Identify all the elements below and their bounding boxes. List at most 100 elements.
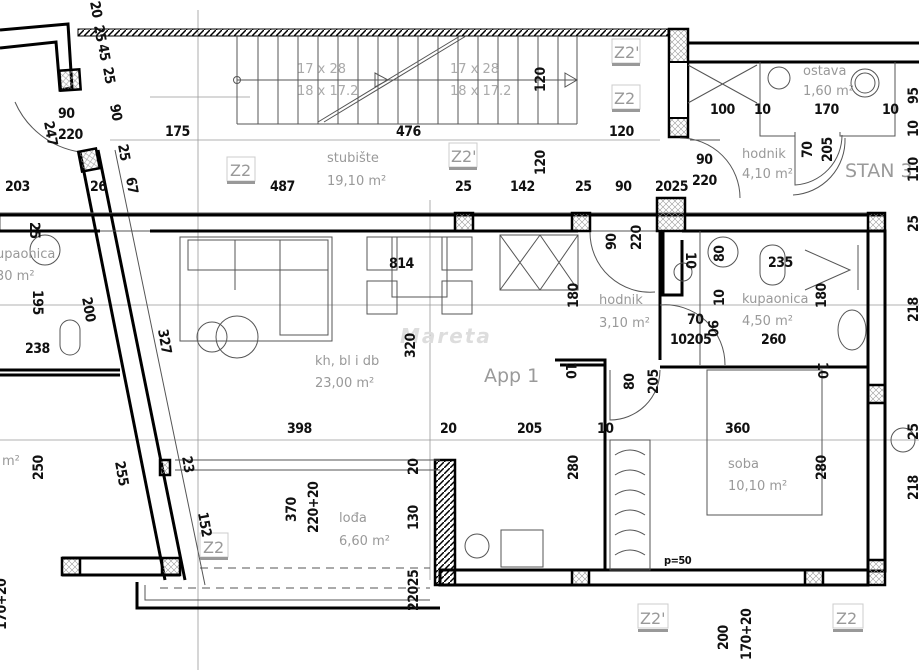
dimension-label: 200 (78, 296, 98, 324)
dimension-label: 10 (712, 289, 728, 306)
dimension-label: 195 (29, 290, 45, 315)
dimension-label: 280 (566, 454, 582, 480)
room-area: 4,50 m² (742, 314, 793, 329)
dimension-label: 90 (106, 103, 125, 123)
marker-z2: Z2 (199, 532, 229, 560)
dimension-label: 90 (704, 320, 720, 337)
dimension-label: 170+20 (739, 608, 755, 660)
dimension-label: 205 (646, 369, 662, 394)
dimension-label: 130 (406, 504, 422, 530)
dimension-label: 220 (629, 224, 645, 250)
room-name: ostava (803, 64, 846, 79)
room-name: upaonica (0, 247, 55, 262)
dimension-label: Z2' (640, 609, 666, 628)
watermark: Mareta (400, 324, 492, 348)
stairwell (0, 22, 669, 586)
dimension-label: Z2' (614, 43, 640, 62)
dimension-label: 203 (5, 179, 30, 195)
marker-z2: Z2 (611, 84, 641, 112)
dimension-label: 70 (687, 312, 704, 328)
dimension-label: 250 (31, 454, 47, 480)
room-name: lođa (339, 511, 367, 526)
furniture (29, 234, 916, 571)
dimension-label: 180 (566, 282, 582, 308)
stair-label: 18 x 17.2 (450, 84, 511, 99)
dimension-label: 10 (754, 102, 771, 118)
stair-label: 18 x 17.2 (297, 84, 358, 99)
dimension-label: 476 (396, 124, 422, 140)
dimension-label: 25 (114, 143, 133, 162)
apartment-walls (0, 196, 887, 587)
dimension-label: 218 (906, 475, 919, 500)
dimension-label: 255 (111, 460, 131, 487)
note: p=50 (664, 554, 692, 567)
dimension-label: 280 (814, 454, 830, 480)
dimension-label: 25 (455, 179, 472, 195)
dimension-label: 95 (906, 87, 919, 104)
dimension-label: 10 (562, 362, 578, 379)
dimension-label: 205 (517, 421, 542, 437)
dimension-label: Z2' (451, 147, 477, 166)
dimension-label: 67 (122, 176, 141, 195)
dimension-label: 26 (90, 179, 107, 195)
dimension-label: 22025 (406, 570, 422, 611)
dimension-label: 120 (609, 124, 635, 140)
dimension-label: Z2 (203, 538, 224, 557)
dimension-label: 260 (761, 332, 787, 348)
dimension-label: 20 (86, 0, 105, 20)
dimension-label: 70 (800, 141, 816, 158)
dimension-label: Z2 (230, 161, 251, 180)
dimension-label: 20 (440, 421, 457, 437)
dimension-label: 100 (710, 102, 736, 118)
dimension-label: 814 (389, 256, 415, 272)
dimension-label: 10 (814, 362, 830, 379)
dimension-label: 238 (25, 341, 50, 357)
dimension-label: 247 (40, 120, 60, 147)
dimension-label: 200 (716, 624, 732, 650)
dimension-label: 80 (622, 373, 638, 390)
dimensions-horizontal: 175 476 120 203 487 25 142 25 90 2025 90… (5, 102, 900, 437)
dimension-label: 220 (58, 127, 84, 143)
dimension-label: 110 (906, 156, 919, 182)
dimension-label: 235 (768, 255, 793, 271)
dimension-label: 120 (533, 66, 549, 92)
dimension-label: 370 (284, 496, 300, 522)
dimension-label: 90 (615, 179, 632, 195)
dimension-label: 90 (604, 233, 620, 250)
dimension-label: 320 (403, 332, 419, 358)
dimension-label: 10205 (670, 332, 711, 348)
dimension-label: Z2 (836, 609, 857, 628)
marker-z2: Z2' (611, 38, 641, 66)
dimension-label: 10 (597, 421, 614, 437)
balcony (135, 459, 440, 610)
dimension-label: 175 (165, 124, 190, 140)
stan3-block (667, 27, 919, 199)
marker-z2: Z2 (226, 156, 256, 184)
room-labels: stubište 19,10 m² hodnik 4,10 m² ostava … (0, 64, 913, 549)
dimension-label: 170 (814, 102, 840, 118)
room-area: 23,00 m² (315, 376, 374, 391)
dimension-label: 180 (814, 282, 830, 308)
dimension-label: 10 (682, 252, 698, 269)
room-name: kupaonica (742, 292, 809, 307)
dimension-label: 2025 (655, 179, 688, 195)
room-name: soba (728, 457, 759, 472)
dimension-label: 170+20 (0, 578, 10, 630)
unit-label: STAN 3 (845, 160, 913, 182)
dimension-label: 205 (820, 137, 836, 162)
room-name: kh, bl i db (315, 354, 379, 369)
room-area: 30 m² (0, 269, 35, 284)
dimension-label: 90 (58, 106, 75, 122)
dimension-label: 152 (194, 511, 214, 538)
dimension-label: 218 (906, 297, 919, 322)
room-name: stubište (327, 151, 379, 166)
unit-label: App 1 (484, 365, 539, 387)
dimension-label: 10 (906, 120, 919, 137)
dimension-label: 327 (154, 328, 174, 355)
dimension-label: 220+20 (306, 481, 322, 533)
dimension-label: 10 (882, 102, 899, 118)
dimension-label: 142 (510, 179, 535, 195)
dimension-label: 80 (712, 245, 728, 262)
marker-z2: Z2 (832, 603, 864, 632)
